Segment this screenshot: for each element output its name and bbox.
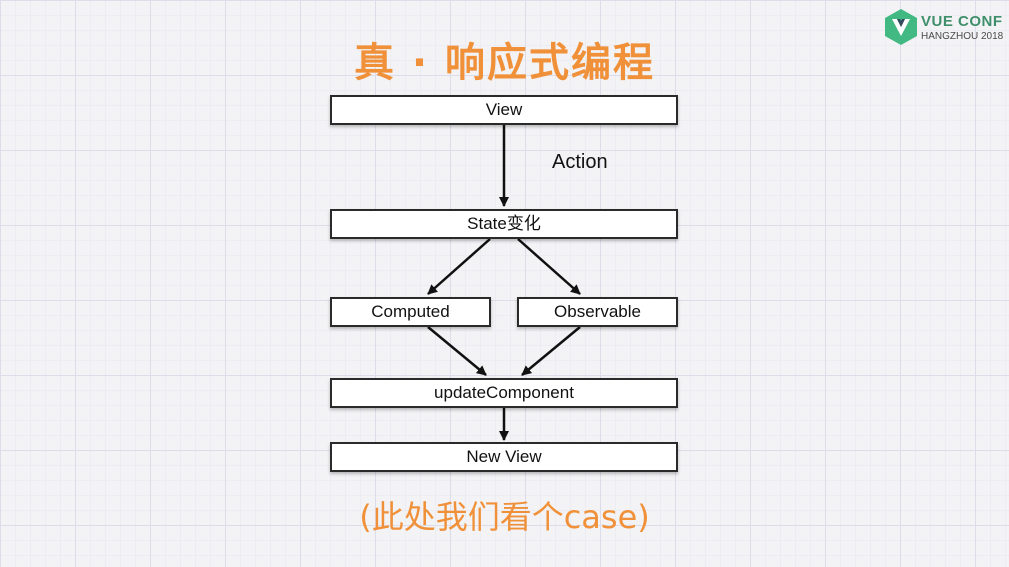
node-state-change: State变化: [330, 209, 678, 239]
node-observable: Observable: [517, 297, 678, 327]
arrow-state-to-computed: [427, 238, 491, 295]
node-new-view: New View: [330, 442, 678, 472]
vueconf-logo: VUE CONF HANGZHOU 2018: [884, 8, 1004, 48]
vue-logo-icon: [885, 9, 917, 45]
arrow-state-to-observable: [517, 238, 581, 295]
logo-subtitle: HANGZHOU 2018: [921, 31, 1004, 42]
arrow-observable-to-update: [521, 326, 581, 376]
arrow-computed-to-update: [427, 326, 487, 376]
slide-title: 真 · 响应式编程: [353, 40, 656, 86]
node-view: View: [330, 95, 678, 125]
edge-label-action: Action: [552, 151, 608, 173]
node-update-component: updateComponent: [330, 378, 678, 408]
logo-name: VUE CONF: [921, 13, 1003, 30]
node-computed: Computed: [330, 297, 491, 327]
slide-note: (此处我们看个case): [359, 498, 650, 536]
